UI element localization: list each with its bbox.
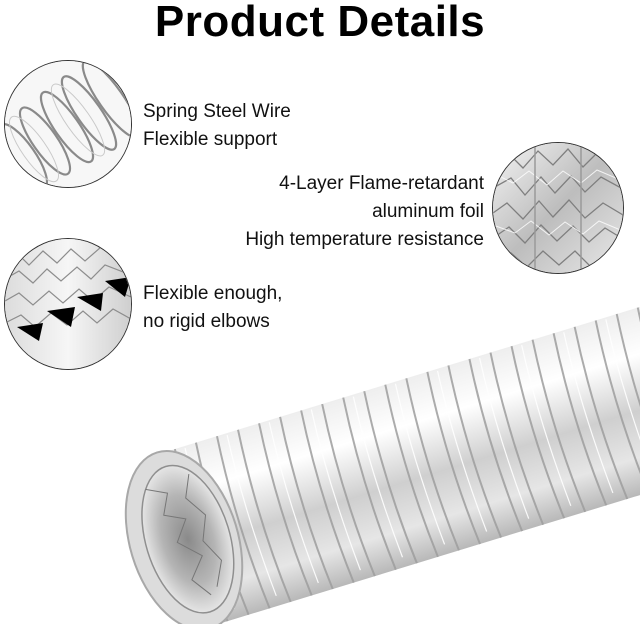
flexible-line2: no rigid elbows xyxy=(143,311,270,332)
spring-wire-detail-image xyxy=(4,60,132,188)
foil-line1: 4-Layer Flame-retardant xyxy=(279,173,484,194)
flexible-label: Flexible enough, no rigid elbows xyxy=(143,280,282,336)
spring-wire-icon xyxy=(5,61,131,187)
foil-texture-icon xyxy=(493,143,623,273)
foil-line2: aluminum foil xyxy=(372,201,484,222)
foil-label: 4-Layer Flame-retardant aluminum foil Hi… xyxy=(245,170,484,254)
page-title: Product Details xyxy=(154,0,486,46)
foil-line3: High temperature resistance xyxy=(245,229,484,250)
foil-folds-icon xyxy=(5,239,131,369)
flexible-detail-image xyxy=(4,238,132,370)
spring-wire-label: Spring Steel Wire Flexible support xyxy=(143,98,291,154)
fold-pointer-icons xyxy=(17,277,131,341)
foil-layer-detail-image xyxy=(492,142,624,274)
flexible-line1: Flexible enough, xyxy=(143,283,283,304)
spring-wire-line2: Flexible support xyxy=(143,129,278,150)
spring-wire-line1: Spring Steel Wire xyxy=(143,101,291,122)
